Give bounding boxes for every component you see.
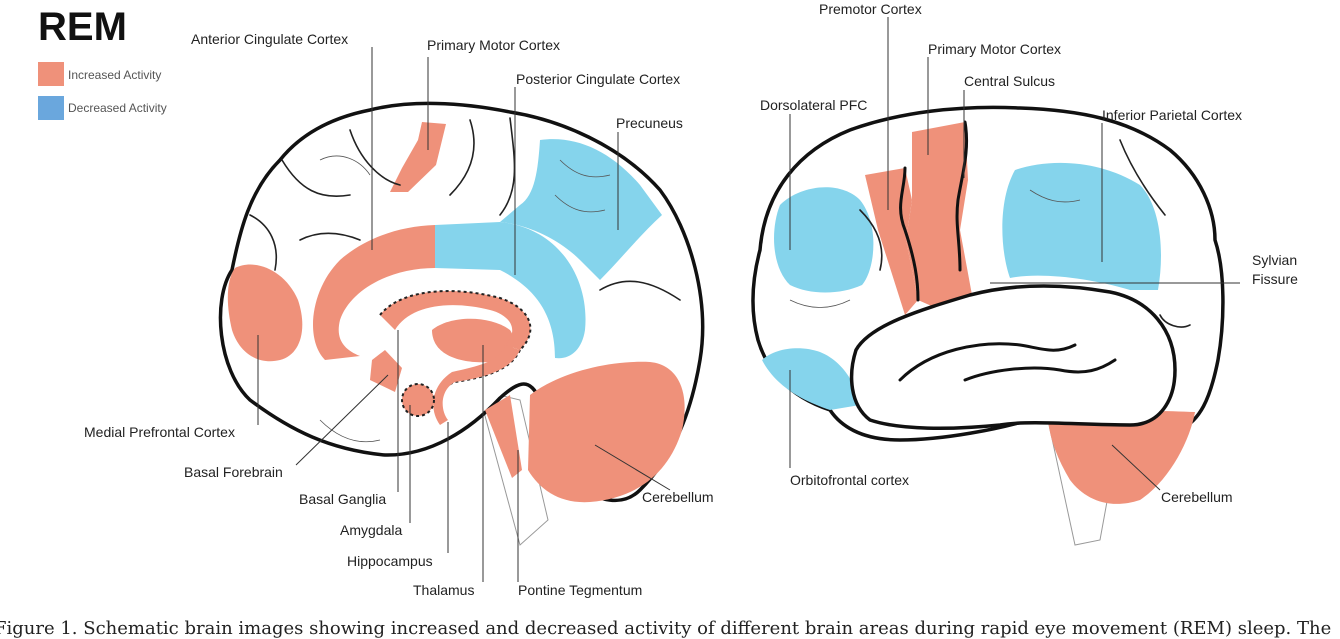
label-lateral-cerebellum: Cerebellum (1161, 489, 1233, 505)
medial-thin-3 (554, 194, 606, 213)
legend-increased-label: Increased Activity (68, 68, 161, 82)
hippocampus-region (433, 345, 520, 425)
label-posterior-cingulate: Posterior Cingulate Cortex (516, 71, 680, 87)
label-inferior-parietal: Inferior Parietal Cortex (1102, 107, 1242, 123)
lateral-precentral-sulcus (899, 166, 920, 302)
legend-decreased-label: Decreased Activity (68, 101, 167, 115)
inferior-parietal-region (1002, 162, 1161, 290)
medial-sulcus-4 (449, 119, 475, 196)
lateral-motor-region (906, 122, 972, 312)
label-medial-prefrontal: Medial Prefrontal Cortex (84, 424, 235, 440)
label-lateral-primary-motor: Primary Motor Cortex (928, 41, 1061, 57)
lateral-thin-2 (1029, 189, 1081, 203)
basal-forebrain-region (370, 350, 402, 392)
legend: Increased Activity Decreased Activity (38, 62, 167, 120)
label-basal-ganglia: Basal Ganglia (299, 491, 386, 507)
lateral-sulcus-parietal (1119, 139, 1166, 216)
medial-thin-2 (559, 159, 611, 178)
label-medial-primary-motor: Primary Motor Cortex (427, 37, 560, 53)
medial-sulcus-6 (599, 280, 681, 301)
basal-ganglia-region (380, 291, 531, 350)
leader-medial-cerebellum (594, 444, 671, 491)
leader-basal-forebrain (295, 374, 389, 466)
lateral-thin-1 (789, 299, 851, 308)
label-amygdala: Amygdala (340, 522, 402, 538)
pontine-tegmentum-region (485, 395, 522, 478)
lateral-brain-view: Premotor Cortex Primary Motor Cortex Cen… (751, 1, 1298, 546)
label-basal-forebrain: Basal Forebrain (184, 464, 283, 480)
inferior-temporal-sulcus (963, 358, 1117, 382)
label-thalamus: Thalamus (413, 582, 474, 598)
amygdala-dashed-outline (401, 383, 435, 417)
premotor-region (865, 168, 918, 315)
leader-lateral-cerebellum (1111, 444, 1161, 491)
temporal-lobe-outline (849, 284, 1177, 431)
label-pontine-tegmentum: Pontine Tegmentum (518, 582, 642, 598)
legend-increased-swatch (38, 62, 64, 86)
orbitofrontal-region (762, 348, 860, 410)
medial-sulcus-3 (249, 214, 277, 271)
medial-brain-view: Anterior Cingulate Cortex Primary Motor … (84, 31, 714, 598)
label-medial-cerebellum: Cerebellum (642, 489, 714, 505)
medial-sulcus-5 (499, 117, 516, 216)
thalamus-region (432, 318, 514, 363)
label-anterior-cingulate: Anterior Cingulate Cortex (191, 31, 348, 47)
lateral-sulcus-frontal (859, 209, 883, 271)
label-precuneus: Precuneus (616, 115, 683, 131)
medial-prefrontal-region (227, 264, 303, 362)
posterior-cingulate-region (435, 222, 586, 359)
figure-title: REM (38, 5, 127, 49)
medial-motor-region (390, 122, 446, 192)
medial-thin-1 (319, 155, 371, 176)
fornix-dashed-outline (379, 290, 532, 351)
label-central-sulcus: Central Sulcus (964, 73, 1055, 89)
dorsolateral-pfc-region (774, 187, 874, 293)
superior-temporal-sulcus (898, 342, 1077, 382)
lateral-cerebellum-region (1048, 410, 1195, 504)
label-sylvian-line2: Fissure (1252, 271, 1298, 287)
medial-sulcus-2 (299, 232, 361, 241)
medial-cerebellum-region (528, 361, 685, 503)
legend-decreased-swatch (38, 96, 64, 120)
label-dorsolateral-pfc: Dorsolateral PFC (760, 97, 867, 113)
label-orbitofrontal: Orbitofrontal cortex (790, 472, 909, 488)
lateral-sulcus-small (1159, 314, 1191, 328)
medial-sulcus-1 (281, 159, 351, 197)
label-premotor: Premotor Cortex (819, 1, 922, 17)
label-hippocampus: Hippocampus (347, 553, 433, 569)
anterior-cingulate-region (313, 225, 435, 360)
medial-thin-4 (319, 419, 381, 443)
label-sylvian-line1: Sylvian (1252, 252, 1297, 268)
figure-caption: Figure 1. Schematic brain images showing… (0, 618, 1332, 639)
medial-sulcus-7 (349, 129, 401, 186)
precuneus-region (500, 139, 662, 280)
central-sulcus-line (955, 120, 969, 272)
